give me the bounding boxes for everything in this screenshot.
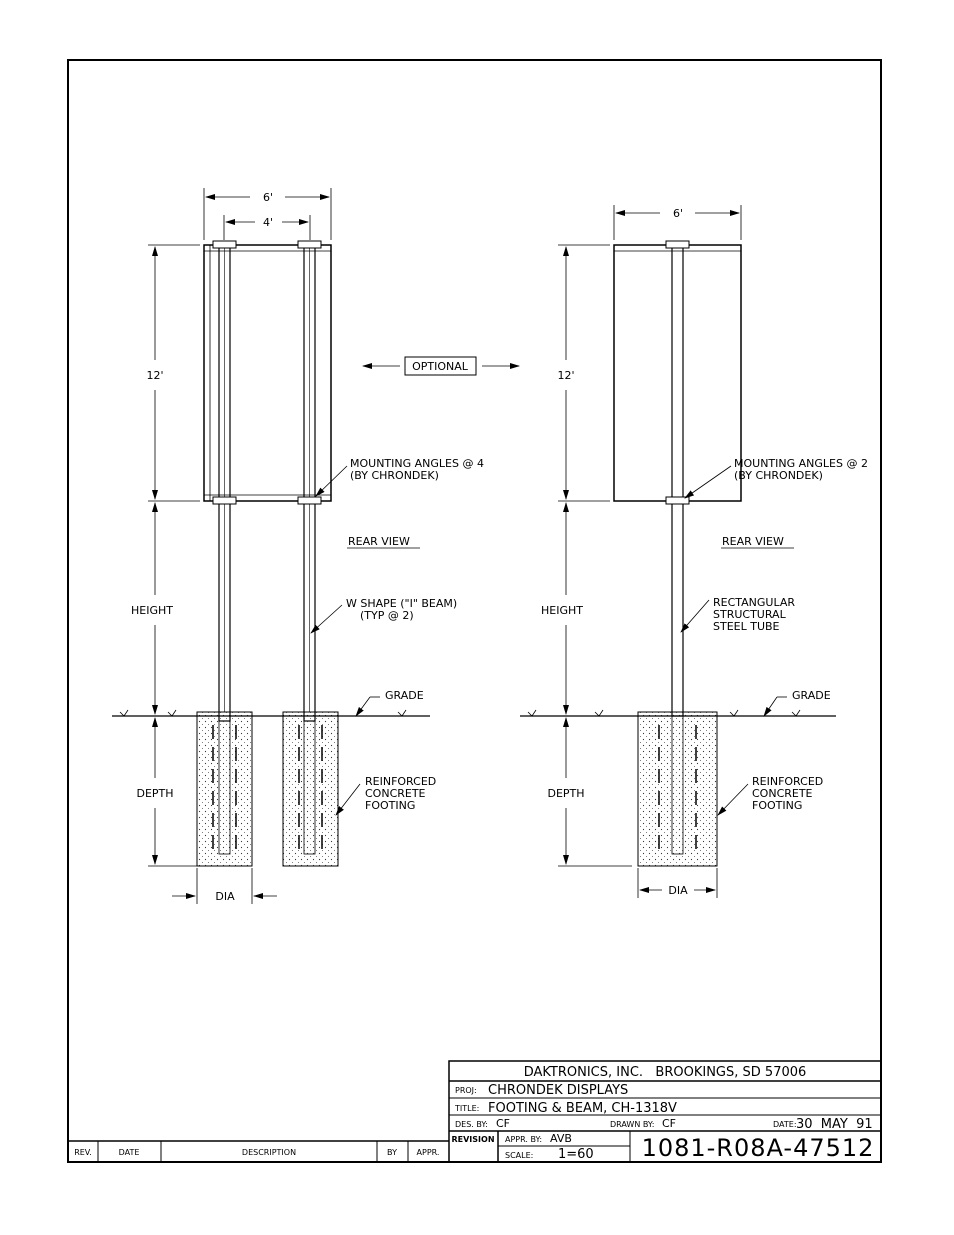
right-tube-note-1: RECTANGULAR xyxy=(713,596,795,609)
left-mount-angle-2 xyxy=(297,240,322,249)
appr-by-value: AVB xyxy=(550,1132,572,1145)
left-footing-note-3: FOOTING xyxy=(365,799,415,812)
left-grade-label: GRADE xyxy=(385,689,424,702)
drawing-number: 1081-R08A-47512 xyxy=(642,1134,875,1162)
left-mount-angle-3 xyxy=(212,496,237,505)
scale-label: SCALE: xyxy=(505,1151,533,1160)
right-view-title: REAR VIEW xyxy=(722,535,784,548)
revision-block: REV. DATE DESCRIPTION BY APPR. xyxy=(68,1140,449,1162)
rev-col-date: DATE xyxy=(119,1148,140,1157)
right-mounting-note-2: (BY CHRONDEK) xyxy=(734,469,823,482)
optional-callout: OPTIONAL xyxy=(362,356,520,376)
left-footing-1 xyxy=(196,711,253,867)
left-mount-angle-4 xyxy=(297,496,322,505)
right-mount-angle-2 xyxy=(665,496,690,505)
proj-value: CHRONDEK DISPLAYS xyxy=(488,1083,628,1098)
left-beam-note-1: W SHAPE ("I" BEAM) xyxy=(346,597,457,610)
left-dia-label: DIA xyxy=(215,890,235,903)
right-mounting-note-1: MOUNTING ANGLES @ 2 xyxy=(734,457,868,470)
proj-label: PROJ: xyxy=(455,1086,477,1095)
right-depth-label: DEPTH xyxy=(547,787,584,800)
drawn-by-value: CF xyxy=(662,1117,676,1130)
left-width-inner-label: 4' xyxy=(263,216,273,229)
left-width-outer-label: 6' xyxy=(263,191,273,204)
right-mount-angle-1 xyxy=(665,240,690,249)
right-view: 6' 12' HEIGHT DEPTH DIA MOUNTING ANGLES … xyxy=(520,205,868,898)
right-height-label: HEIGHT xyxy=(541,604,583,617)
left-height-sign-label: 12' xyxy=(146,369,163,382)
scale-value: 1=60 xyxy=(558,1147,594,1162)
left-mount-angle-1 xyxy=(212,240,237,249)
left-beam-note-2: (TYP @ 2) xyxy=(360,609,414,622)
right-footing-note-3: FOOTING xyxy=(752,799,802,812)
right-footing-note-2: CONCRETE xyxy=(752,787,813,800)
right-footing-note-1: REINFORCED xyxy=(752,775,823,788)
title-block: DAKTRONICS, INC. BROOKINGS, SD 57006 PRO… xyxy=(448,1060,882,1163)
left-footing-note-2: CONCRETE xyxy=(365,787,426,800)
right-height-sign-label: 12' xyxy=(557,369,574,382)
right-tube-note-3: STEEL TUBE xyxy=(713,620,780,633)
rev-col-rev: REV. xyxy=(74,1148,92,1157)
appr-by-label: APPR. BY: xyxy=(505,1135,542,1144)
des-by-label: DES. BY: xyxy=(455,1120,488,1129)
optional-label: OPTIONAL xyxy=(412,360,469,373)
left-view-title: REAR VIEW xyxy=(348,535,410,548)
date-value: 30 MAY 91 xyxy=(796,1117,873,1132)
left-depth-label: DEPTH xyxy=(136,787,173,800)
left-mounting-note-2: (BY CHRONDEK) xyxy=(350,469,439,482)
rev-col-appr: APPR. xyxy=(417,1148,440,1157)
title-label: TITLE: xyxy=(454,1104,479,1113)
des-by-value: CF xyxy=(496,1117,510,1130)
right-sign-panel xyxy=(613,244,742,502)
left-sign-panel xyxy=(203,244,332,502)
company-name: DAKTRONICS, INC. BROOKINGS, SD 57006 xyxy=(524,1065,807,1080)
left-height-label: HEIGHT xyxy=(131,604,173,617)
title-value: FOOTING & BEAM, CH-1318V xyxy=(488,1101,677,1116)
right-width-outer-label: 6' xyxy=(673,207,683,220)
rev-col-description: DESCRIPTION xyxy=(242,1148,296,1157)
left-footing-2 xyxy=(282,711,339,867)
right-grade-label: GRADE xyxy=(792,689,831,702)
rev-col-by: BY xyxy=(387,1148,397,1157)
right-steel-tube xyxy=(671,244,684,717)
revision-label: REVISION xyxy=(451,1135,494,1144)
right-dia-label: DIA xyxy=(668,884,688,897)
right-tube-note-2: STRUCTURAL xyxy=(713,608,787,621)
drawn-by-label: DRAWN BY: xyxy=(610,1120,654,1129)
right-footing xyxy=(637,711,718,867)
date-label: DATE: xyxy=(773,1120,797,1129)
left-footing-note-1: REINFORCED xyxy=(365,775,436,788)
left-view: 6' 4' 12' HEIGHT DEPTH DIA MOUNTING ANGL… xyxy=(112,188,484,904)
left-mounting-note-1: MOUNTING ANGLES @ 4 xyxy=(350,457,484,470)
